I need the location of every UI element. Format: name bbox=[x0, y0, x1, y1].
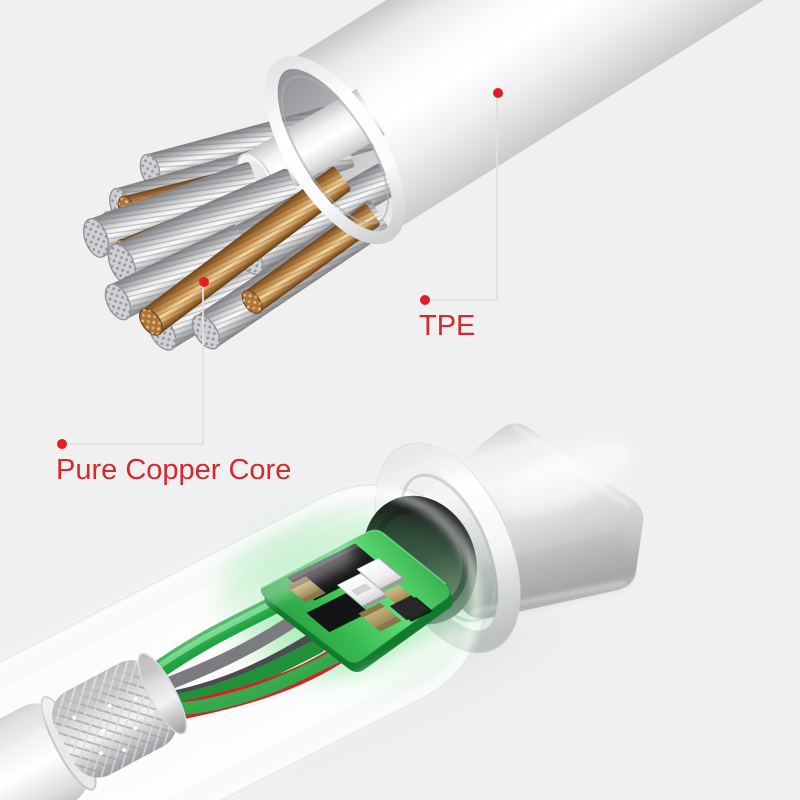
silver-strand-wire bbox=[107, 167, 305, 285]
copper-leader-line bbox=[62, 287, 204, 445]
resistor-white bbox=[356, 557, 407, 591]
tpe-leader-line bbox=[425, 98, 498, 301]
tpe-label-dot bbox=[420, 295, 430, 305]
copper-label-dot bbox=[57, 439, 67, 449]
metal-plug bbox=[423, 423, 644, 619]
cable-cutaway bbox=[82, 0, 800, 351]
tpe-label: TPE bbox=[419, 310, 476, 342]
silver-strand-wire bbox=[104, 223, 253, 321]
copper-annotation bbox=[57, 277, 209, 449]
plug-top-highlight bbox=[499, 441, 631, 515]
ic-chip-tiny bbox=[389, 595, 433, 622]
cable-jacket bbox=[0, 703, 89, 800]
silver-strand-wire bbox=[82, 161, 263, 258]
copper-target-dot bbox=[199, 277, 209, 287]
housing-gloss bbox=[0, 487, 482, 800]
copper-core-label: Pure Copper Core bbox=[56, 454, 292, 486]
copper-core-wire bbox=[139, 165, 352, 336]
ic-chip-small bbox=[306, 593, 369, 633]
capacitor-gold bbox=[358, 602, 402, 632]
tpe-target-dot bbox=[493, 88, 503, 98]
resistor-white bbox=[336, 573, 391, 608]
usb-c-connector bbox=[0, 423, 644, 800]
tpe-annotation bbox=[420, 88, 503, 305]
